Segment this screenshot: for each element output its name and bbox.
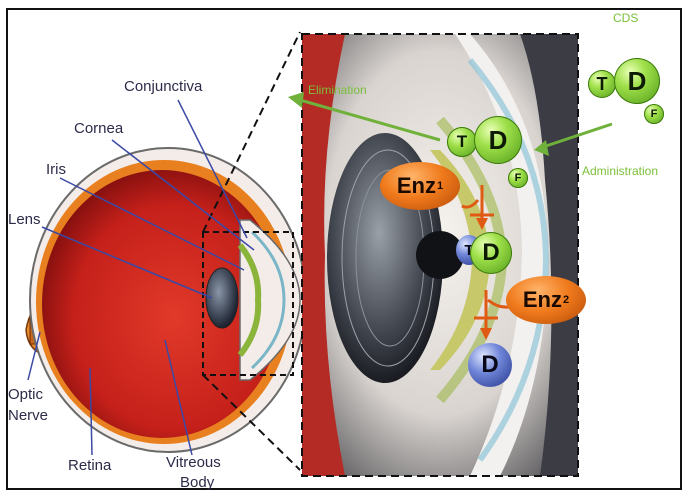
label-vitreous-line2: Body: [180, 475, 214, 490]
complex-f-molecule: F: [508, 168, 528, 188]
label-retina: Retina: [68, 458, 111, 473]
label-cds: CDS: [613, 12, 638, 24]
label-elimination: Elimination: [308, 84, 367, 96]
label-cornea: Cornea: [74, 121, 123, 136]
label-administration: Administration: [582, 165, 658, 177]
complex-d-molecule: D: [474, 116, 522, 164]
label-lens: Lens: [8, 212, 41, 227]
complex-t-molecule: T: [447, 127, 477, 157]
magnified-photo: [302, 34, 578, 476]
label-optic-line2: Nerve: [8, 408, 48, 423]
label-conjunctiva: Conjunctiva: [124, 79, 202, 94]
cds-f-molecule: F: [644, 104, 664, 124]
label-iris: Iris: [46, 162, 66, 177]
label-optic-line1: Optic: [8, 387, 43, 402]
eye-cross-section: [26, 148, 306, 452]
cds-t-molecule: T: [588, 70, 616, 98]
label-vitreous-line1: Vitreous: [166, 455, 221, 470]
intermediate-d-molecule: D: [470, 232, 512, 274]
cds-d-molecule: D: [614, 58, 660, 104]
free-drug-d-molecule: D: [468, 343, 512, 387]
